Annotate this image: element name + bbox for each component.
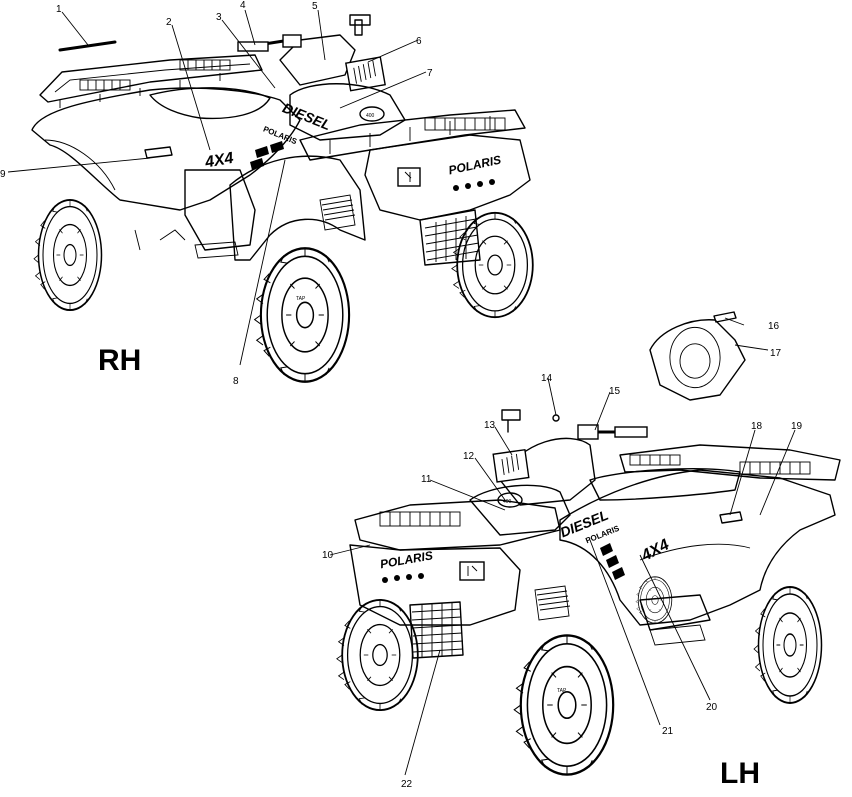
callout-17: 17 <box>770 348 782 359</box>
4x4-decal-right: 4X4 <box>203 150 235 172</box>
hub-text-right: TAP <box>296 296 306 302</box>
decal-strip-item-1 <box>58 40 117 52</box>
callout-1: 1 <box>56 4 62 15</box>
rh-callout-leaders <box>7 9 427 366</box>
callout-6: 6 <box>416 36 422 47</box>
callout-5: 5 <box>312 1 318 12</box>
callout-20: 20 <box>706 702 718 713</box>
hub-text-left: TAP <box>557 688 567 694</box>
callout-14: 14 <box>541 373 553 384</box>
callout-11: 11 <box>421 474 432 485</box>
polaris-decal-left: POLARIS <box>379 548 434 571</box>
callout-3: 3 <box>216 12 222 23</box>
callout-12: 12 <box>463 451 475 462</box>
callout-19: 19 <box>791 421 803 432</box>
callout-16: 16 <box>768 321 780 332</box>
callout-10: 10 <box>322 550 334 561</box>
diesel-decal-right: DIESEL <box>280 99 333 133</box>
callout-21: 21 <box>662 726 674 737</box>
callout-7: 7 <box>427 68 433 79</box>
polaris-decal-right: POLARIS <box>447 153 502 178</box>
callout-15: 15 <box>609 386 621 397</box>
callout-2: 2 <box>166 17 172 28</box>
callout-22: 22 <box>401 779 413 790</box>
callout-18: 18 <box>751 421 763 432</box>
fuel-cap-text: 400 <box>366 113 375 119</box>
callout-8: 8 <box>233 376 239 387</box>
fuel-cap-text-left: 400 <box>503 499 512 505</box>
callout-4: 4 <box>240 0 246 11</box>
view-label-lh: LH <box>720 757 760 790</box>
callout-9: 9 <box>0 169 6 180</box>
atv-left-view: POLARIS 400 DIESEL POLARIS 4X4 <box>335 311 841 776</box>
atv-right-view: 400 DIESEL POLARIS 4X4 POLARIS TAP <box>31 14 534 383</box>
callout-13: 13 <box>484 420 496 431</box>
view-label-rh: RH <box>98 344 141 377</box>
lh-callout-leaders <box>329 317 796 776</box>
